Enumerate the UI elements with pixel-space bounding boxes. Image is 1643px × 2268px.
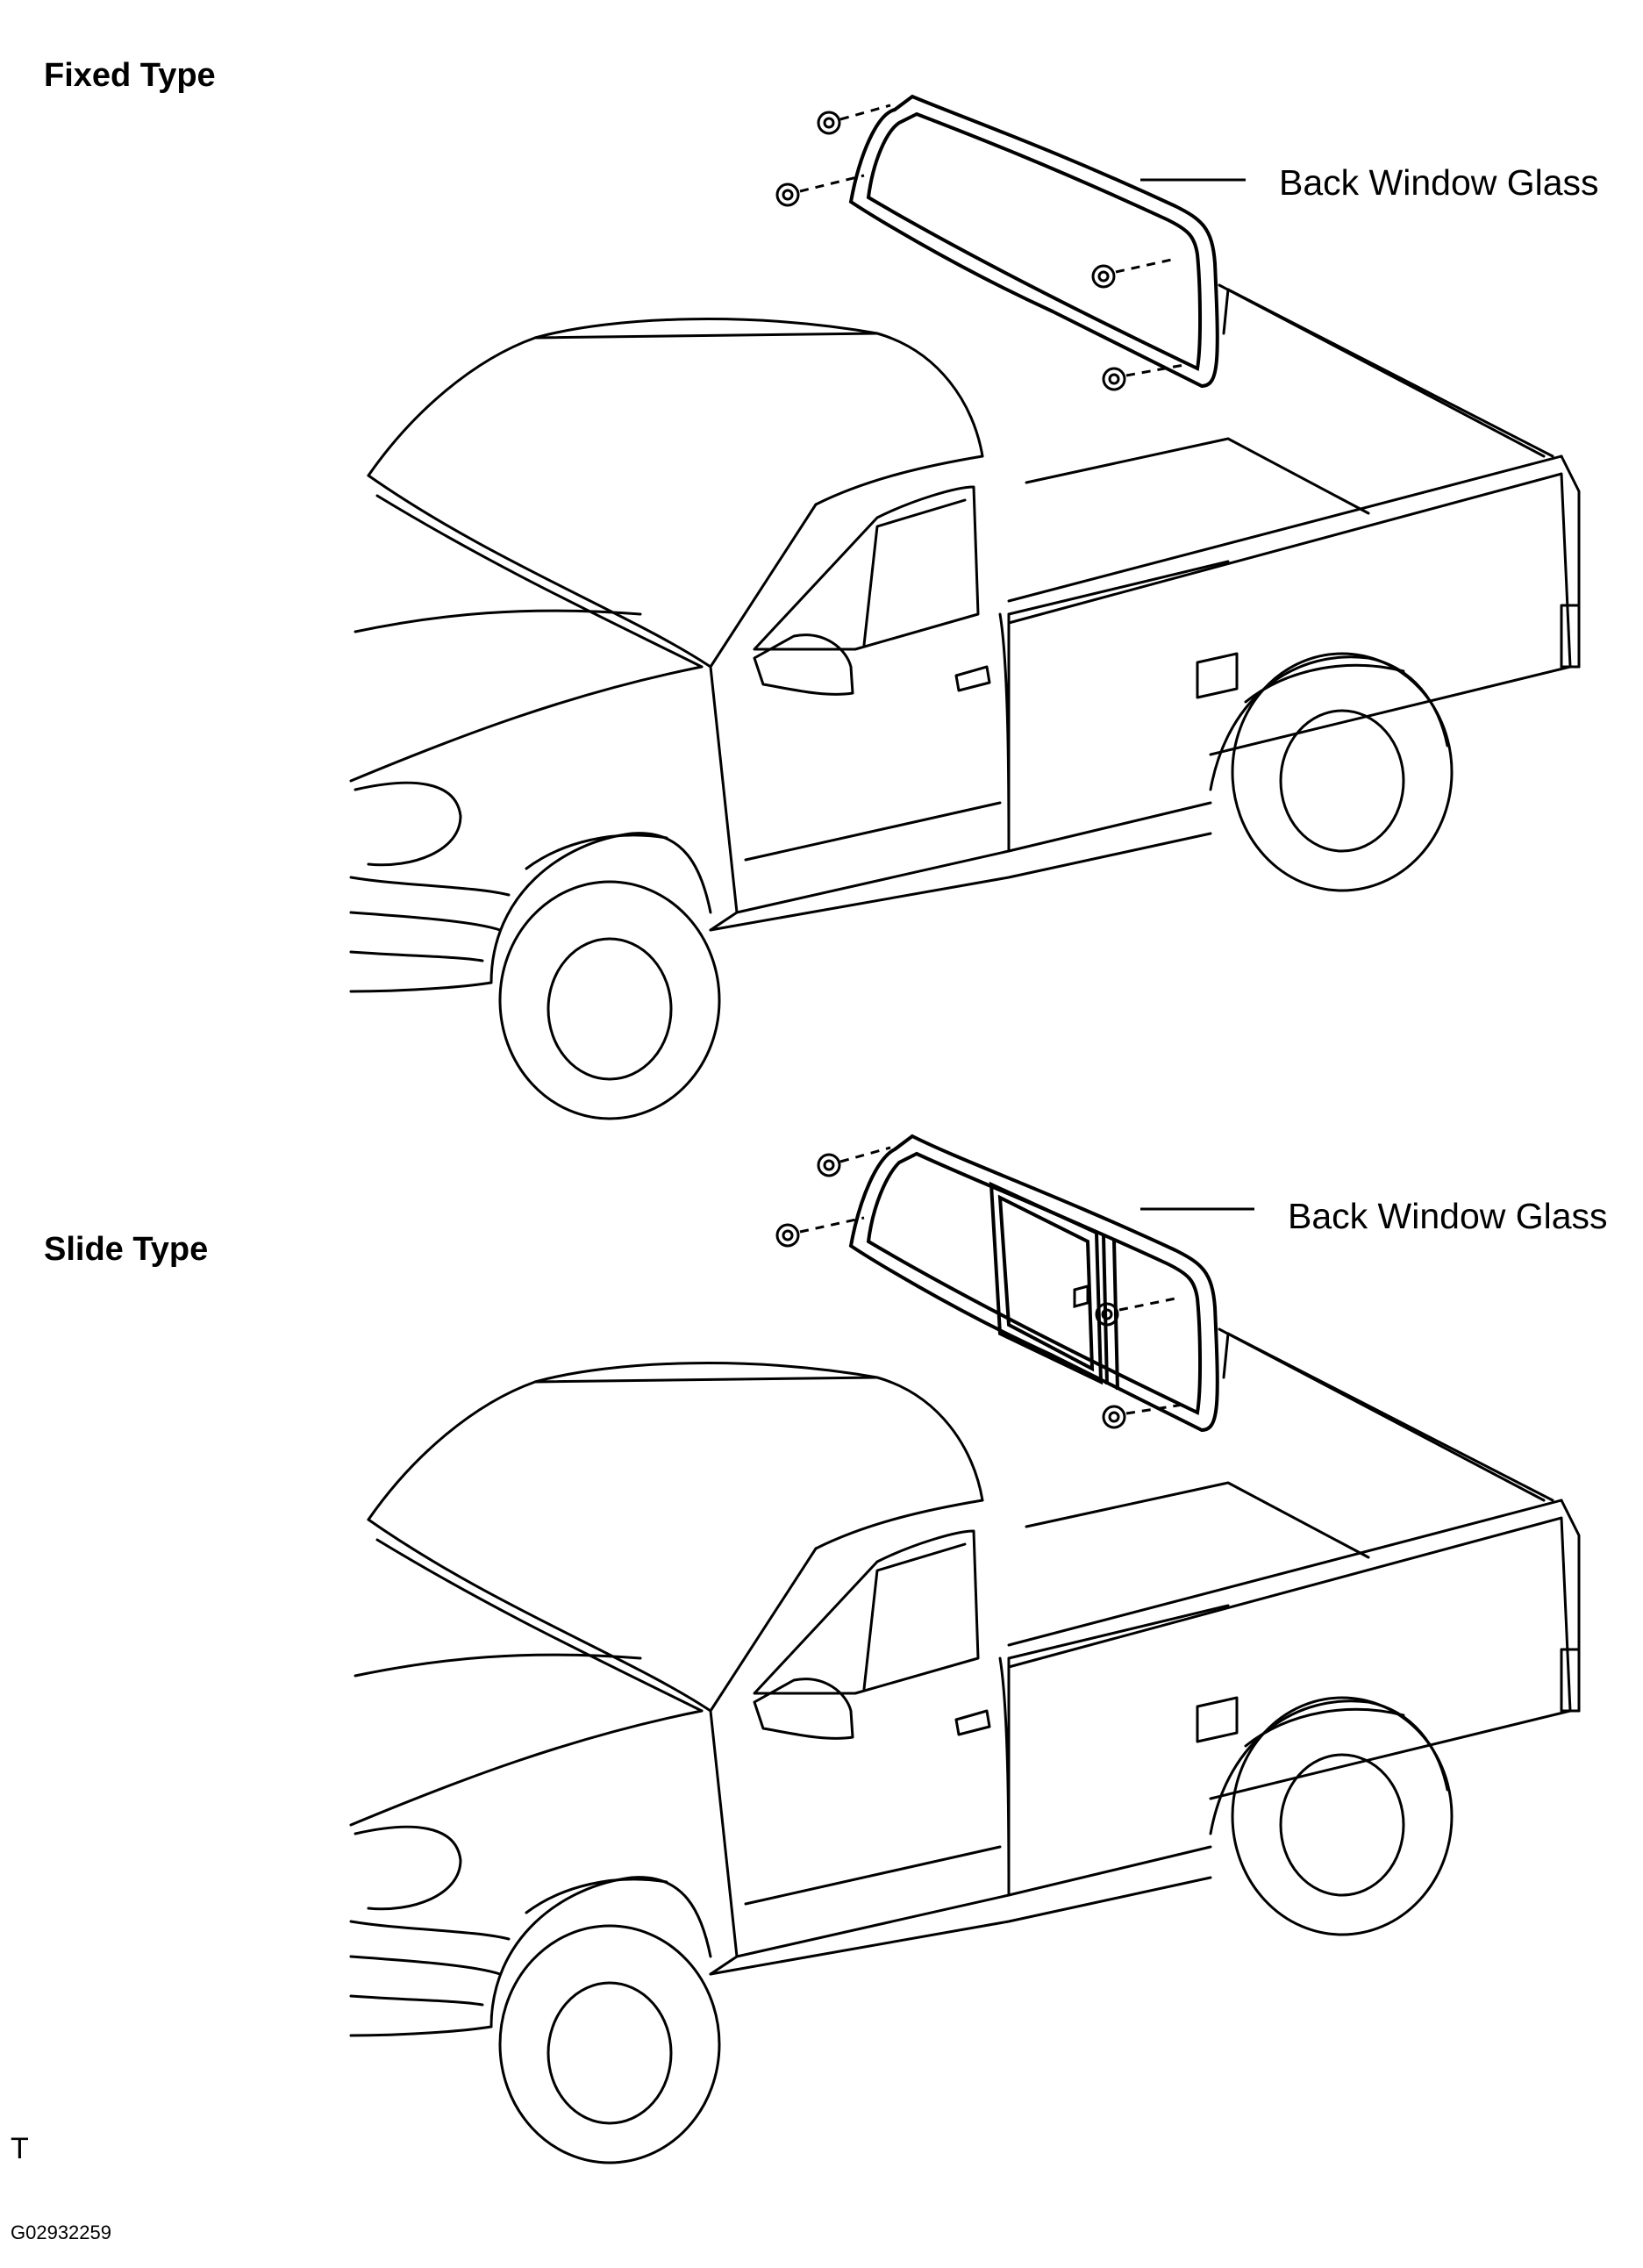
slide-truck	[349, 1327, 1581, 2164]
figure-code: G02932259	[11, 2221, 111, 2243]
fixed-type-title: Fixed Type	[44, 57, 216, 94]
slide-nuts	[775, 1146, 1254, 1429]
fixed-back-window-glass-label: Back Window Glass	[1279, 162, 1599, 203]
slide-type-title: Slide Type	[44, 1231, 209, 1268]
slide-back-window-glass	[848, 1134, 1219, 1433]
slide-back-window-glass-label: Back Window Glass	[1288, 1196, 1608, 1236]
footer-mark: T	[11, 2132, 29, 2165]
fixed-truck	[349, 283, 1581, 1120]
fixed-nuts	[775, 104, 1246, 391]
fixed-back-window-glass	[848, 94, 1219, 389]
